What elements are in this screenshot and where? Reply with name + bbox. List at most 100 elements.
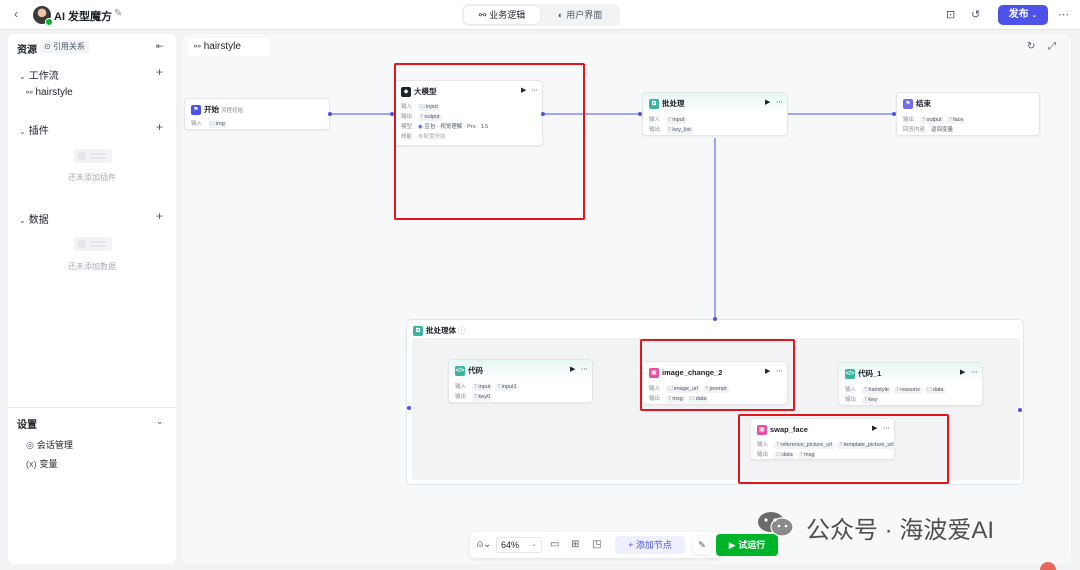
- canvas-toolbar: ⍝⌄ 64%⌄ ▭ ⊞ ◳ + 添加节点: [470, 532, 722, 558]
- node-start[interactable]: ⚑开始流程初始 输入☐img: [184, 98, 330, 130]
- run-node-icon[interactable]: ▶: [960, 369, 966, 376]
- input-port[interactable]: [407, 406, 411, 410]
- param-chip: ☐img: [208, 121, 227, 128]
- play-icon: ▶: [728, 540, 736, 550]
- node-more-icon[interactable]: ⋯: [531, 87, 538, 94]
- tab-user-interface[interactable]: ◐用户界面: [557, 10, 603, 20]
- chat-manage-icon: ◎: [26, 440, 34, 450]
- top-bar: ‹ AI 发型魔方 ✎ ⚯业务逻辑 ◐用户界面 ⊡ ↺ 发布 ⌄ ⋯: [0, 0, 1080, 30]
- mouse-mode-icon[interactable]: ⍝⌄: [477, 539, 492, 550]
- model-icon: ◉: [418, 124, 423, 130]
- zoom-select[interactable]: 64%⌄: [496, 537, 542, 553]
- chevron-down-icon: ⌄: [19, 216, 26, 225]
- add-data-icon[interactable]: +: [156, 209, 164, 223]
- chevron-down-icon: ⌄: [19, 127, 26, 136]
- start-input-row: 输入☐img: [191, 121, 227, 128]
- section-data[interactable]: ⌄数据: [19, 215, 49, 226]
- batch-icon: ⧉: [413, 326, 423, 337]
- collapse-sidebar-icon[interactable]: ⇤: [156, 41, 164, 51]
- settings-heading[interactable]: 设置: [17, 420, 37, 431]
- layout-grid-icon[interactable]: ⊞: [571, 539, 580, 550]
- chevron-down-icon: ⌄: [1031, 12, 1038, 19]
- assistant-float-icon[interactable]: [1040, 562, 1056, 570]
- llm-icon: ◆: [401, 87, 411, 98]
- settings-item-variable[interactable]: (x)变量: [26, 459, 58, 469]
- output-port[interactable]: [541, 112, 545, 116]
- edit-icon[interactable]: ✎: [114, 8, 123, 19]
- node-more-icon[interactable]: ⋯: [971, 369, 978, 376]
- run-node-icon[interactable]: ▶: [765, 368, 771, 375]
- preview-icon[interactable]: ⊡: [946, 9, 956, 21]
- add-node-button[interactable]: + 添加节点: [615, 536, 685, 554]
- plus-icon: +: [628, 540, 634, 550]
- refresh-icon[interactable]: ↻: [1027, 41, 1036, 52]
- plugins-empty-text: 还未添加插件: [68, 173, 116, 182]
- section-plugins[interactable]: ⌄插件: [19, 126, 49, 137]
- loop-port[interactable]: [713, 317, 717, 321]
- canvas-tab-hairstyle[interactable]: ⚯hairstyle: [188, 38, 270, 56]
- run-node-icon[interactable]: ▶: [521, 87, 527, 94]
- workflow-canvas[interactable]: ⚯hairstyle ↻ ⤢ ⚑开始流程初始 输入☐img ◆大模型 ▶ ⋯ 输…: [182, 34, 1071, 564]
- tab-business-logic[interactable]: ⚯业务逻辑: [464, 6, 540, 24]
- code-icon: </>: [845, 369, 855, 380]
- app-avatar: [33, 6, 53, 26]
- comment-icon[interactable]: ▭: [550, 539, 560, 550]
- run-node-icon[interactable]: ▶: [570, 366, 576, 373]
- settings-item-session[interactable]: ◎会话管理: [26, 440, 73, 450]
- wrench-icon: ✎: [698, 540, 706, 550]
- start-icon: ⚑: [191, 105, 201, 116]
- data-empty-text: 还未添加数据: [68, 262, 116, 271]
- workflow-icon: ⚯: [26, 88, 33, 97]
- node-more-icon[interactable]: ⋯: [883, 425, 890, 432]
- minimap-icon[interactable]: ◳: [592, 539, 602, 550]
- empty-data-illustration: [74, 237, 112, 251]
- workflow-item-hairstyle[interactable]: ⚯ hairstyle: [26, 87, 73, 98]
- input-port[interactable]: [892, 112, 896, 116]
- chevron-down-icon[interactable]: ⌄: [156, 416, 164, 426]
- plugin-icon: ▣: [649, 368, 659, 379]
- highlight-box-image-change: [640, 339, 795, 411]
- add-plugin-icon[interactable]: +: [156, 120, 164, 134]
- section-workflow[interactable]: ⌄工作流: [19, 71, 59, 82]
- info-icon: ⓘ: [458, 326, 466, 335]
- add-workflow-icon[interactable]: +: [156, 65, 164, 79]
- debug-tool-button[interactable]: ✎: [693, 536, 711, 554]
- status-check-icon: [45, 18, 53, 26]
- code-icon: </>: [455, 366, 465, 377]
- publish-button[interactable]: 发布 ⌄: [998, 5, 1048, 25]
- mode-switch: ⚯业务逻辑 ◐用户界面: [462, 4, 620, 26]
- run-node-icon[interactable]: ▶: [765, 99, 771, 106]
- chevron-down-icon: ⌄: [531, 541, 537, 548]
- workflow-icon: ⚯: [478, 10, 487, 20]
- input-port[interactable]: [638, 112, 642, 116]
- chevron-left-icon[interactable]: ‹: [14, 7, 18, 21]
- test-run-button[interactable]: ▶ 试运行: [716, 534, 778, 556]
- app-title: AI 发型魔方: [54, 11, 113, 23]
- plugin-icon: ▣: [757, 425, 767, 436]
- history-icon[interactable]: ↺: [971, 9, 981, 21]
- workflow-icon: ⚯: [194, 42, 201, 51]
- node-more-icon[interactable]: ⋯: [581, 366, 588, 373]
- node-more-icon[interactable]: ⋯: [776, 368, 783, 375]
- expand-icon[interactable]: ⤢: [1048, 41, 1056, 52]
- sidebar-divider: [8, 407, 176, 408]
- output-port[interactable]: [328, 112, 332, 116]
- watermark-text: 公众号 · 海波爱AI: [806, 517, 995, 544]
- more-icon[interactable]: ⋯: [1058, 9, 1069, 21]
- resources-heading: 资源: [17, 45, 37, 56]
- highlight-box-llm: [394, 63, 585, 220]
- node-more-icon[interactable]: ⋯: [776, 99, 783, 106]
- references-button[interactable]: ⊙ 引用关系: [40, 40, 89, 53]
- run-node-icon[interactable]: ▶: [872, 425, 878, 432]
- output-port[interactable]: [1018, 408, 1022, 412]
- input-port[interactable]: [390, 112, 394, 116]
- link-icon: ⊙: [44, 42, 51, 51]
- palette-icon: ◐: [557, 10, 564, 20]
